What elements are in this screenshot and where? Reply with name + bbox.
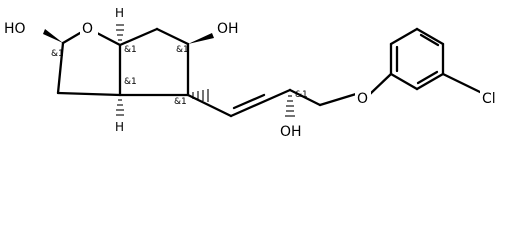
- hash-c5-vinyl: [192, 89, 209, 102]
- stereo-label-junction-bottom: &1: [124, 77, 137, 87]
- bond-vinyl-double-inner: [232, 93, 266, 110]
- bond-ar-double-b: [419, 33, 440, 47]
- bond-ar-c2-c3: [389, 27, 419, 46]
- wedge-c6-oh: [188, 33, 214, 44]
- stereo-label-hemiacetal: &1: [51, 49, 64, 59]
- bond-ch2-o: [318, 92, 358, 107]
- hash-c3a-h: [116, 99, 124, 116]
- stereo-label-junction-top: &1: [124, 45, 137, 55]
- bond-ar-cl: [441, 72, 484, 95]
- bond-c2-o1: [61, 31, 82, 45]
- bond-skeleton: [56, 27, 484, 118]
- bond-c2-c3: [56, 41, 65, 95]
- hydroxyl-label-hemiacetal: HO: [4, 21, 26, 37]
- bond-ar-double-c: [416, 70, 439, 85]
- bond-c7-c6: [155, 27, 190, 46]
- chlorine-label: Cl: [482, 91, 496, 107]
- bond-ar-c3-c4: [415, 27, 445, 46]
- bond-carbinol-ch2: [288, 88, 322, 107]
- bond-vinyl-double: [186, 93, 233, 118]
- bond-vinyl-single: [229, 88, 292, 118]
- ring-oxygen-label: O: [82, 21, 93, 37]
- ether-oxygen-label: O: [357, 91, 368, 107]
- stereo-label-carbinol: &1: [176, 45, 189, 55]
- bond-o1-c7a: [95, 31, 122, 47]
- bond-c7a-c7: [118, 27, 159, 47]
- stereo-bonds: [43, 24, 295, 117]
- stereo-descriptors: &1 &1 &1 &1 &1 &1: [51, 45, 308, 107]
- bond-c3-c3a: [56, 91, 122, 97]
- atom-labels: HO O OH OH O Cl H H: [3, 6, 508, 141]
- hash-carbinol-oh: [285, 95, 295, 117]
- wedge-c2-oh: [43, 29, 63, 43]
- hydroxyl-label-cyclopentane: OH: [217, 21, 239, 37]
- stereo-label-chain-attach: &1: [174, 97, 187, 107]
- bond-o-aryl: [368, 72, 393, 96]
- hydrogen-label-top: H: [115, 6, 124, 20]
- bond-ar-c5-c6: [415, 72, 445, 91]
- hydroxyl-label-side-chain: OH: [280, 124, 302, 140]
- chemical-structure: HO O OH OH O Cl H H &1 &1 &1 &1 &1 &1: [3, 6, 508, 141]
- double-bonds: [186, 33, 440, 118]
- hydrogen-label-bottom: H: [115, 120, 124, 134]
- stereo-label-side-chain: &1: [295, 90, 308, 100]
- bond-ar-c6-c1: [389, 72, 419, 91]
- hash-c7a-h: [116, 24, 124, 41]
